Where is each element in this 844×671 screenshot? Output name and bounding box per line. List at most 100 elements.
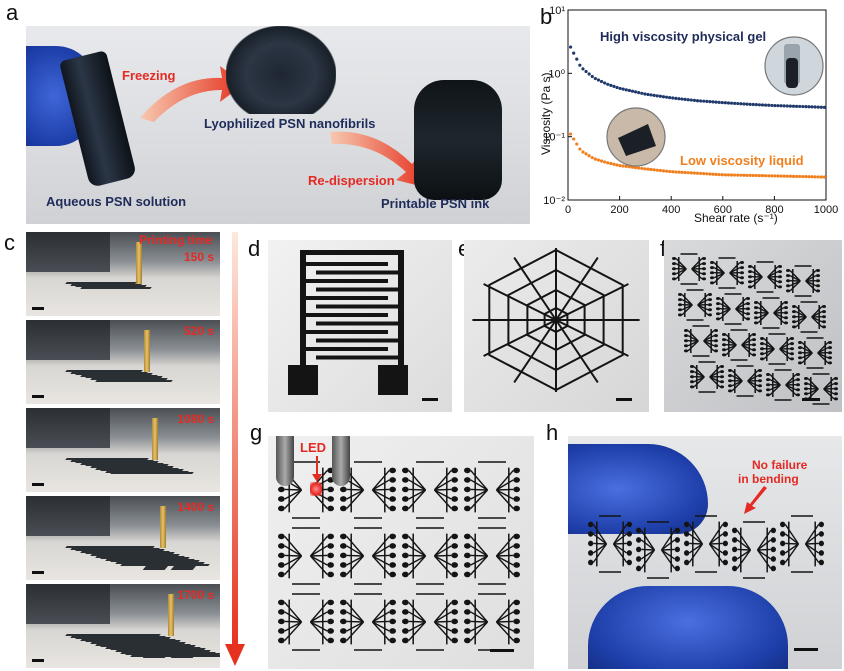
ink-caption: Printable PSN ink	[381, 196, 490, 211]
web-strand	[555, 257, 599, 321]
series-1-point	[664, 169, 669, 173]
circuit-module	[804, 373, 838, 405]
printing-frame: 1700 s	[26, 584, 220, 668]
series-1-point	[791, 174, 796, 178]
scale-bar	[32, 571, 44, 574]
series-0-point	[593, 76, 597, 81]
series-0-point	[627, 88, 632, 93]
nozzle-icon	[152, 418, 158, 460]
series-1-point	[720, 173, 724, 177]
series-0-point	[630, 89, 635, 93]
series-1-point	[760, 174, 765, 178]
electrode-finger	[306, 313, 388, 317]
series-0-point	[794, 104, 799, 108]
series-1-point	[609, 161, 613, 166]
series-1-point	[748, 173, 752, 177]
series-0-point	[689, 98, 693, 102]
series-1-point	[816, 175, 820, 179]
electrode-finger	[306, 262, 388, 266]
series-1-point	[729, 173, 734, 177]
circuit-module	[732, 521, 776, 579]
series-0-point	[760, 103, 765, 107]
series-0-point	[798, 104, 802, 109]
y-axis-label: Viscosity (Pa s)	[539, 73, 553, 155]
series-0-point	[658, 94, 662, 98]
print-head-icon	[26, 496, 110, 536]
series-0-point	[801, 104, 805, 109]
circuit-module	[464, 593, 520, 651]
series-1-point	[764, 174, 768, 178]
circuit-module	[340, 527, 396, 585]
circuit-module	[678, 289, 712, 321]
no-failure-label-line1: No failure	[752, 458, 808, 472]
series-1-point	[643, 167, 647, 171]
series-1-point	[624, 164, 628, 169]
printing-time-value: 1080 s	[177, 412, 214, 426]
series-0-point	[612, 84, 616, 88]
series-1-point	[575, 142, 579, 146]
web-strand	[483, 283, 557, 321]
print-head-icon	[26, 320, 110, 360]
circuit-module	[402, 527, 458, 585]
led-label: LED	[300, 440, 326, 455]
series-0-point	[664, 95, 669, 99]
circuit-module	[278, 527, 334, 585]
probe-right-icon	[332, 436, 350, 486]
series-1-point	[671, 170, 675, 174]
circuit-module	[710, 257, 744, 289]
x-axis-label: Shear rate (s⁻¹)	[694, 211, 778, 225]
series-1-point	[776, 174, 780, 178]
series-0-point	[804, 105, 808, 109]
series-0-point	[708, 100, 712, 104]
scale-bar	[32, 659, 44, 662]
series-1-point	[680, 170, 684, 174]
series-0-point	[748, 102, 752, 106]
series-1-point	[810, 175, 814, 179]
series-0-point	[640, 91, 644, 95]
series-0-point	[621, 87, 625, 91]
circuit-module	[792, 301, 826, 333]
printed-line	[95, 379, 173, 382]
series-1-point	[699, 171, 703, 176]
series-1-point	[813, 175, 817, 179]
series-1-point	[726, 173, 731, 177]
gel-inset	[764, 36, 824, 96]
bending-arrow-icon	[744, 486, 767, 514]
series-0-point	[816, 105, 820, 109]
series-0-point	[596, 78, 601, 82]
series-1-point	[770, 174, 774, 178]
x-tick-label: 1000	[814, 204, 838, 216]
series-0-point	[584, 69, 588, 74]
circuit-module	[278, 593, 334, 651]
circuit-module	[786, 265, 820, 297]
series-0-point	[643, 92, 647, 96]
printing-time-value: 1700 s	[177, 588, 214, 602]
panel-h-photo: No failure in bending	[568, 436, 842, 669]
probe-left-icon	[276, 436, 294, 486]
series-0-point	[714, 100, 718, 104]
series-1-point	[606, 161, 610, 165]
series-1-point	[779, 174, 783, 178]
circuit-module	[728, 365, 762, 397]
series-1-point	[581, 150, 585, 154]
electrode-finger	[316, 270, 398, 275]
panel-label-h: h	[546, 420, 559, 445]
series-1-point	[751, 173, 755, 178]
circuit-module	[340, 593, 396, 651]
spider-web-pattern	[472, 248, 640, 392]
circuit-module	[690, 361, 724, 393]
series-0-point	[649, 93, 653, 97]
series-1-point	[590, 156, 594, 160]
nozzle-icon	[168, 594, 174, 636]
series-1-point	[782, 174, 786, 178]
panel-a-photo: Freezing Lyophilized PSN nanofibrils Re-…	[26, 26, 530, 224]
freezing-label: Freezing	[122, 68, 176, 83]
web-strand	[555, 319, 599, 383]
series-1-point	[646, 167, 650, 171]
scale-bar	[616, 398, 632, 401]
series-0-point	[776, 104, 780, 108]
series-1-point	[637, 166, 641, 170]
time-arrow-icon	[225, 232, 245, 666]
series-0-point	[742, 102, 746, 106]
electrode-finger	[306, 279, 388, 283]
